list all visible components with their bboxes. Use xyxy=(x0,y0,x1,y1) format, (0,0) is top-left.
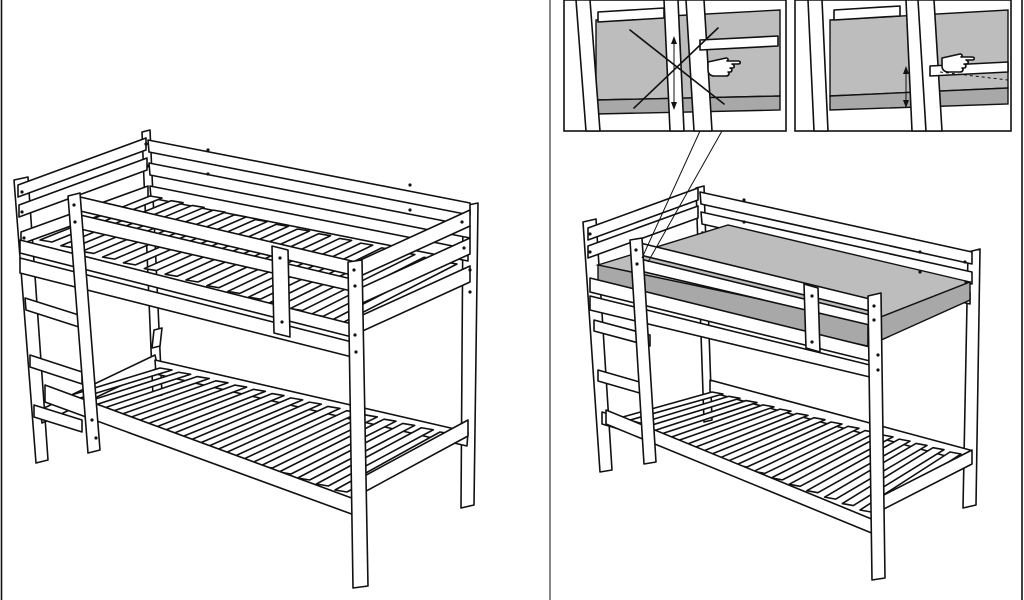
screw xyxy=(468,268,472,272)
screw xyxy=(634,248,638,252)
screw xyxy=(468,290,472,294)
screw xyxy=(280,320,284,324)
screw xyxy=(73,220,77,224)
screw xyxy=(964,280,968,284)
screw xyxy=(635,262,639,266)
screw xyxy=(90,418,94,422)
screw xyxy=(353,333,357,337)
screw xyxy=(876,353,880,357)
screw xyxy=(872,318,876,322)
screw xyxy=(20,190,24,194)
screw xyxy=(354,350,358,354)
screw xyxy=(742,220,746,224)
detail-leader-line xyxy=(647,130,723,263)
screw xyxy=(408,183,412,187)
screw xyxy=(918,250,922,254)
screw xyxy=(72,203,76,207)
screw xyxy=(353,284,357,288)
bunk-bed-with-mattress xyxy=(582,185,981,581)
height-arrow-icon xyxy=(671,36,677,110)
pointing-hand-icon xyxy=(941,53,976,73)
incorrect-mattress-height-detail xyxy=(563,0,787,132)
screw xyxy=(588,232,592,236)
screw xyxy=(742,198,746,202)
screw xyxy=(588,250,592,254)
bed-slat xyxy=(735,421,843,468)
correct-mattress-height-detail xyxy=(794,0,1012,132)
assembled-bunk-bed xyxy=(13,129,479,589)
screw xyxy=(810,340,814,344)
screw xyxy=(352,268,356,272)
bed-slat xyxy=(752,425,860,475)
screw xyxy=(408,208,412,212)
bed-slat xyxy=(806,438,911,494)
screw xyxy=(278,256,282,260)
pointing-hand-icon xyxy=(707,57,742,77)
screw xyxy=(206,148,210,152)
screw xyxy=(810,294,814,298)
screw xyxy=(144,142,148,146)
screw xyxy=(872,304,876,308)
screw xyxy=(94,436,98,440)
screw xyxy=(460,220,464,224)
height-arrow-icon xyxy=(903,66,909,108)
screw xyxy=(22,236,26,240)
bed-slat xyxy=(278,418,397,475)
screw xyxy=(876,368,880,372)
screw xyxy=(963,260,967,264)
screw xyxy=(918,270,922,274)
screw xyxy=(462,246,466,250)
bed-slat xyxy=(788,434,894,488)
screw xyxy=(206,172,210,176)
screw xyxy=(146,164,150,168)
screw xyxy=(20,210,24,214)
